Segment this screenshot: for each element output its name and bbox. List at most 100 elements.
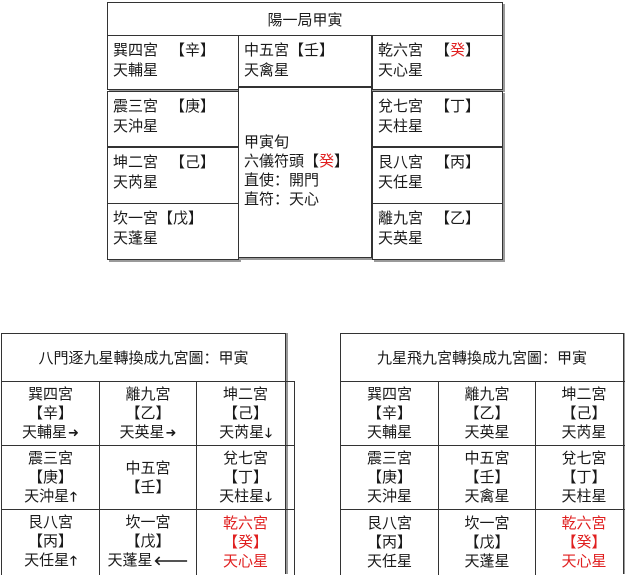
star: 天沖星: [113, 116, 238, 136]
bracket: 】: [465, 41, 480, 59]
arrow-up-icon: 🡑: [70, 554, 77, 569]
stem: 【丙】: [28, 532, 73, 551]
bracket: 】: [334, 152, 349, 170]
stem: 【乙】: [464, 404, 509, 423]
star: 天蓬星: [113, 228, 238, 248]
right-cell-qian6: 乾六宮【癸】天心星: [536, 510, 625, 575]
stem: 癸: [450, 41, 465, 59]
arrow-up-icon: 🡑: [70, 490, 77, 505]
stem: 【戊】: [125, 532, 170, 551]
star: 天任星: [24, 551, 69, 569]
right-cell-zhong5: 中五宮【壬】天禽星: [439, 446, 536, 510]
top-center-info: 甲寅旬 六儀符頭【癸】 直使：開門 直符：天心: [238, 87, 372, 258]
palace-name: 巽四宮: [113, 41, 158, 59]
star: 天輔星: [113, 60, 238, 80]
star: 天心星: [223, 552, 268, 571]
stem: 【乙】: [125, 404, 170, 423]
stem: 【己】: [170, 153, 215, 171]
top-cell-kan1: 坎一宮【戊】 天蓬星: [107, 203, 239, 260]
stem: 【辛】: [28, 404, 73, 423]
left-chart-title-text: 八門逐九星轉換成九宮圖：甲寅: [38, 347, 248, 368]
palace-name: 中五宮: [244, 41, 289, 59]
left-cell-qian6: 乾六宮【癸】天心星: [197, 510, 295, 575]
star: 天英星: [120, 423, 165, 441]
palace-name: 坎一宮: [464, 514, 509, 533]
top-chart-title: 陽一局甲寅: [107, 2, 503, 36]
palace-name: 乾六宮: [561, 514, 606, 533]
left-cell-xun4: 巽四宮【辛】天輔星➜: [2, 382, 100, 446]
left-chart: 八門逐九星轉換成九宮圖：甲寅 巽四宮【辛】天輔星➜ 離九宮【乙】天英星➜ 坤二宮…: [1, 333, 286, 574]
zhi-shi: 直使：開門: [244, 171, 371, 190]
label: 六儀符頭【: [244, 152, 319, 170]
top-cell-dui7: 兌七宮【丁】 天柱星: [372, 91, 503, 147]
star: 天任星: [378, 172, 502, 192]
right-cell-li9: 離九宮【乙】天英星: [439, 382, 536, 446]
star: 天芮星: [219, 423, 264, 441]
left-cell-li9: 離九宮【乙】天英星➜: [100, 382, 197, 446]
left-chart-grid: 巽四宮【辛】天輔星➜ 離九宮【乙】天英星➜ 坤二宮【己】天芮星🡓 震三宮【庚】天…: [1, 381, 295, 575]
palace-name: 中五宮: [464, 449, 509, 468]
right-chart: 九星飛九宮轉換成九宮圖：甲寅 巽四宮【辛】天輔星 離九宮【乙】天英星 坤二宮【己…: [340, 333, 624, 574]
star: 天芮星: [113, 172, 238, 192]
stem: 【丙】: [435, 153, 480, 171]
bracket: 【: [435, 41, 450, 59]
palace-name: 艮八宮: [378, 153, 423, 171]
palace-name: 震三宮: [28, 449, 73, 468]
palace-name: 巽四宮: [367, 385, 412, 404]
stem: 【乙】: [435, 209, 480, 227]
left-cell-kun2: 坤二宮【己】天芮星🡓: [197, 382, 295, 446]
xun-head: 甲寅旬: [244, 133, 371, 152]
top-cell-kun2: 坤二宮【己】 天芮星: [107, 147, 239, 204]
left-cell-dui7: 兌七宮【丁】天柱星🡓: [197, 446, 295, 510]
right-chart-grid: 巽四宮【辛】天輔星 離九宮【乙】天英星 坤二宮【己】天芮星 震三宮【庚】天沖星 …: [340, 381, 625, 575]
right-cell-gen8: 艮八宮【丙】天任星: [341, 510, 439, 575]
stem: 【己】: [561, 404, 606, 423]
star: 天蓬星: [108, 551, 153, 569]
palace-name: 坤二宮: [113, 153, 158, 171]
right-cell-zhen3: 震三宮【庚】天沖星: [341, 446, 439, 510]
top-cell-li9: 離九宮【乙】 天英星: [372, 203, 503, 260]
stem: 【庚】: [170, 97, 215, 115]
stem: 【壬】: [125, 478, 170, 497]
star: 天柱星: [219, 487, 264, 505]
palace-name: 離九宮: [378, 209, 423, 227]
palace-name: 艮八宮: [28, 513, 73, 532]
palace-name: 艮八宮: [367, 514, 412, 533]
palace-name: 坤二宮: [561, 385, 606, 404]
palace-name: 坎一宮: [125, 513, 170, 532]
top-cell-gen8: 艮八宮【丙】 天任星: [372, 147, 503, 204]
fu-tou-stem: 癸: [319, 152, 334, 170]
star: 天心星: [561, 552, 606, 571]
top-cell-qian6: 乾六宮【癸】 天心星: [372, 35, 503, 90]
palace-name: 兌七宮: [223, 449, 268, 468]
star: 天沖星: [24, 487, 69, 505]
stem: 【庚】: [28, 468, 73, 487]
palace-name: 離九宮: [125, 385, 170, 404]
right-cell-dui7: 兌七宮【丁】天柱星: [536, 446, 625, 510]
right-cell-kun2: 坤二宮【己】天芮星: [536, 382, 625, 446]
stem: 【癸】: [561, 533, 606, 552]
top-chart-title-text: 陽一局甲寅: [267, 9, 342, 30]
palace-name: 坎一宮: [113, 209, 158, 227]
arrow-right-icon: ➜: [166, 426, 177, 441]
stem: 【壬】: [464, 468, 509, 487]
stem: 【丁】: [435, 97, 480, 115]
star: 天禽星: [464, 487, 509, 506]
stem: 【丙】: [367, 533, 412, 552]
stem: 【丁】: [223, 468, 268, 487]
palace-name: 震三宮: [113, 97, 158, 115]
arrow-right-icon: ➜: [68, 426, 79, 441]
palace-name: 離九宮: [464, 385, 509, 404]
stem: 【庚】: [367, 468, 412, 487]
star: 天英星: [464, 423, 509, 442]
stem: 【戊】: [464, 533, 509, 552]
arrow-down-icon: 🡓: [265, 490, 272, 505]
stem: 【丁】: [561, 468, 606, 487]
star: 天芮星: [561, 423, 606, 442]
stem: 【癸】: [223, 533, 268, 552]
top-cell-zhong5: 中五宮【壬】 天禽星: [238, 35, 372, 87]
right-cell-xun4: 巽四宮【辛】天輔星: [341, 382, 439, 446]
star: 天柱星: [561, 487, 606, 506]
zhi-fu: 直符：天心: [244, 190, 371, 209]
star: 天蓬星: [464, 552, 509, 571]
